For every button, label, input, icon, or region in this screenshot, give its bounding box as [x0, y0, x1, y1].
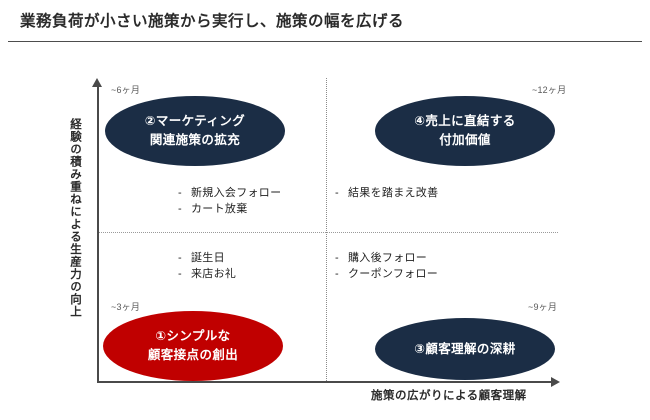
- bubble-label-line1: ①シンプルな: [155, 329, 231, 343]
- duration-label-top-left: ~6ヶ月: [111, 85, 141, 95]
- list-item-label: 結果を踏まえ改善: [348, 187, 439, 199]
- list-item-label: 新規入会フォロー: [191, 187, 282, 199]
- bubble-customer-understanding: ③顧客理解の深耕: [375, 318, 555, 380]
- x-axis-arrow-icon: [551, 377, 560, 387]
- measure-list-bottom-left: -誕生日 -来店お礼: [178, 250, 236, 282]
- bubble-revenue-value: ④売上に直結する 付加価値: [375, 96, 555, 166]
- bullet-marker-icon: -: [178, 268, 182, 280]
- list-item-label: クーポンフォロー: [348, 268, 439, 280]
- bubble-label-line2: 関連施策の拡充: [149, 133, 241, 147]
- measure-list-top-right: -結果を踏まえ改善: [335, 185, 438, 201]
- bubble-label-line1: ③顧客理解の深耕: [414, 341, 516, 356]
- bullet-marker-icon: -: [335, 252, 339, 264]
- title-divider-rule: [8, 41, 642, 42]
- list-item: -カート放棄: [178, 201, 281, 217]
- bullet-marker-icon: -: [178, 203, 182, 215]
- page-title: 業務負荷が小さい施策から実行し、施策の幅を広げる: [20, 13, 405, 30]
- duration-label-bottom-left: ~3ヶ月: [111, 302, 141, 312]
- title-bar: 業務負荷が小さい施策から実行し、施策の幅を広げる: [0, 0, 650, 46]
- bullet-marker-icon: -: [178, 252, 182, 264]
- y-axis-title: 経験の積み重ねによる生産力の向上: [69, 118, 81, 318]
- bubble-label-line1: ②マーケティング: [144, 114, 246, 128]
- list-item: -来店お礼: [178, 266, 236, 282]
- duration-label-top-right: ~12ヶ月: [532, 85, 567, 95]
- bubble-label-group: ④売上に直結する 付加価値: [414, 112, 515, 150]
- list-item-label: 購入後フォロー: [348, 252, 428, 264]
- list-item-label: カート放棄: [191, 203, 248, 215]
- bubble-label-line2: 付加価値: [439, 133, 491, 147]
- list-item: -購入後フォロー: [335, 250, 438, 266]
- bullet-marker-icon: -: [335, 187, 339, 199]
- x-axis-title: 施策の広がりによる顧客理解: [371, 390, 527, 402]
- list-item: -新規入会フォロー: [178, 185, 281, 201]
- list-item: -誕生日: [178, 250, 236, 266]
- bubble-label-group: ③顧客理解の深耕: [414, 340, 515, 359]
- list-item-label: 誕生日: [191, 252, 225, 264]
- bubble-label-group: ①シンプルな 顧客接点の創出: [148, 327, 238, 365]
- duration-label-bottom-right: ~9ヶ月: [528, 302, 558, 312]
- x-axis-line: [97, 381, 552, 383]
- bubble-label-line2: 顧客接点の創出: [147, 348, 239, 362]
- y-axis-line: [97, 86, 99, 382]
- measure-list-bottom-right: -購入後フォロー -クーポンフォロー: [335, 250, 438, 282]
- bullet-marker-icon: -: [178, 187, 182, 199]
- bubble-simple-touchpoint: ①シンプルな 顧客接点の創出: [103, 311, 283, 381]
- list-item-label: 来店お礼: [191, 268, 237, 280]
- bullet-marker-icon: -: [335, 268, 339, 280]
- list-item: -クーポンフォロー: [335, 266, 438, 282]
- bubble-label-group: ②マーケティング 関連施策の拡充: [145, 112, 245, 150]
- list-item: -結果を踏まえ改善: [335, 185, 438, 201]
- bubble-label-line1: ④売上に直結する: [414, 114, 516, 128]
- quadrant-divider-vertical: [326, 78, 327, 381]
- measure-list-top-left: -新規入会フォロー -カート放棄: [178, 185, 281, 217]
- bubble-marketing-expansion: ②マーケティング 関連施策の拡充: [105, 96, 285, 166]
- y-axis-arrow-icon: [92, 78, 102, 87]
- quadrant-divider-horizontal: [99, 232, 558, 233]
